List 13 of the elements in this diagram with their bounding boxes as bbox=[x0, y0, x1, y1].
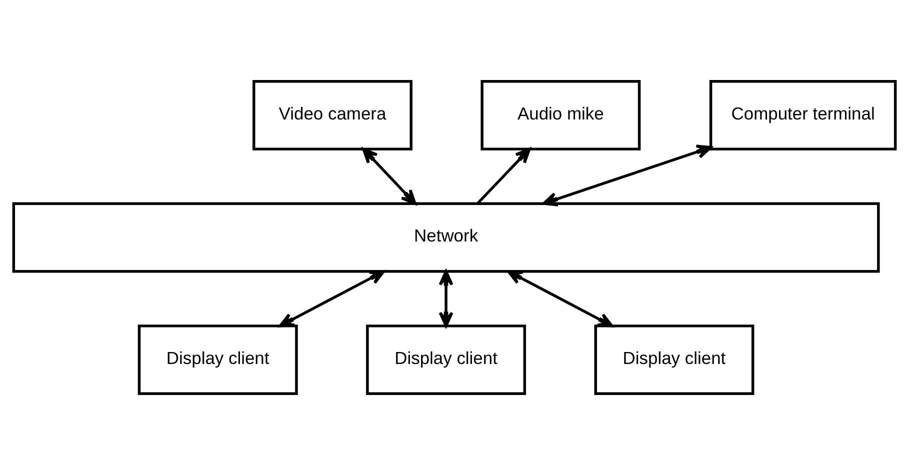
node-box: Display client bbox=[594, 324, 754, 394]
node-box: Display client bbox=[366, 324, 526, 394]
node-box: Computer terminal bbox=[708, 80, 896, 150]
node-box: Video camera bbox=[252, 80, 412, 150]
node-box: Audio mike bbox=[480, 80, 640, 150]
arrow bbox=[542, 144, 712, 206]
arrow bbox=[506, 270, 613, 327]
arrow bbox=[476, 147, 530, 204]
arrow bbox=[278, 270, 385, 327]
arrow bbox=[438, 270, 453, 327]
node-box: Display client bbox=[137, 324, 298, 394]
arrow bbox=[362, 147, 416, 204]
node-box: Network bbox=[12, 202, 880, 272]
